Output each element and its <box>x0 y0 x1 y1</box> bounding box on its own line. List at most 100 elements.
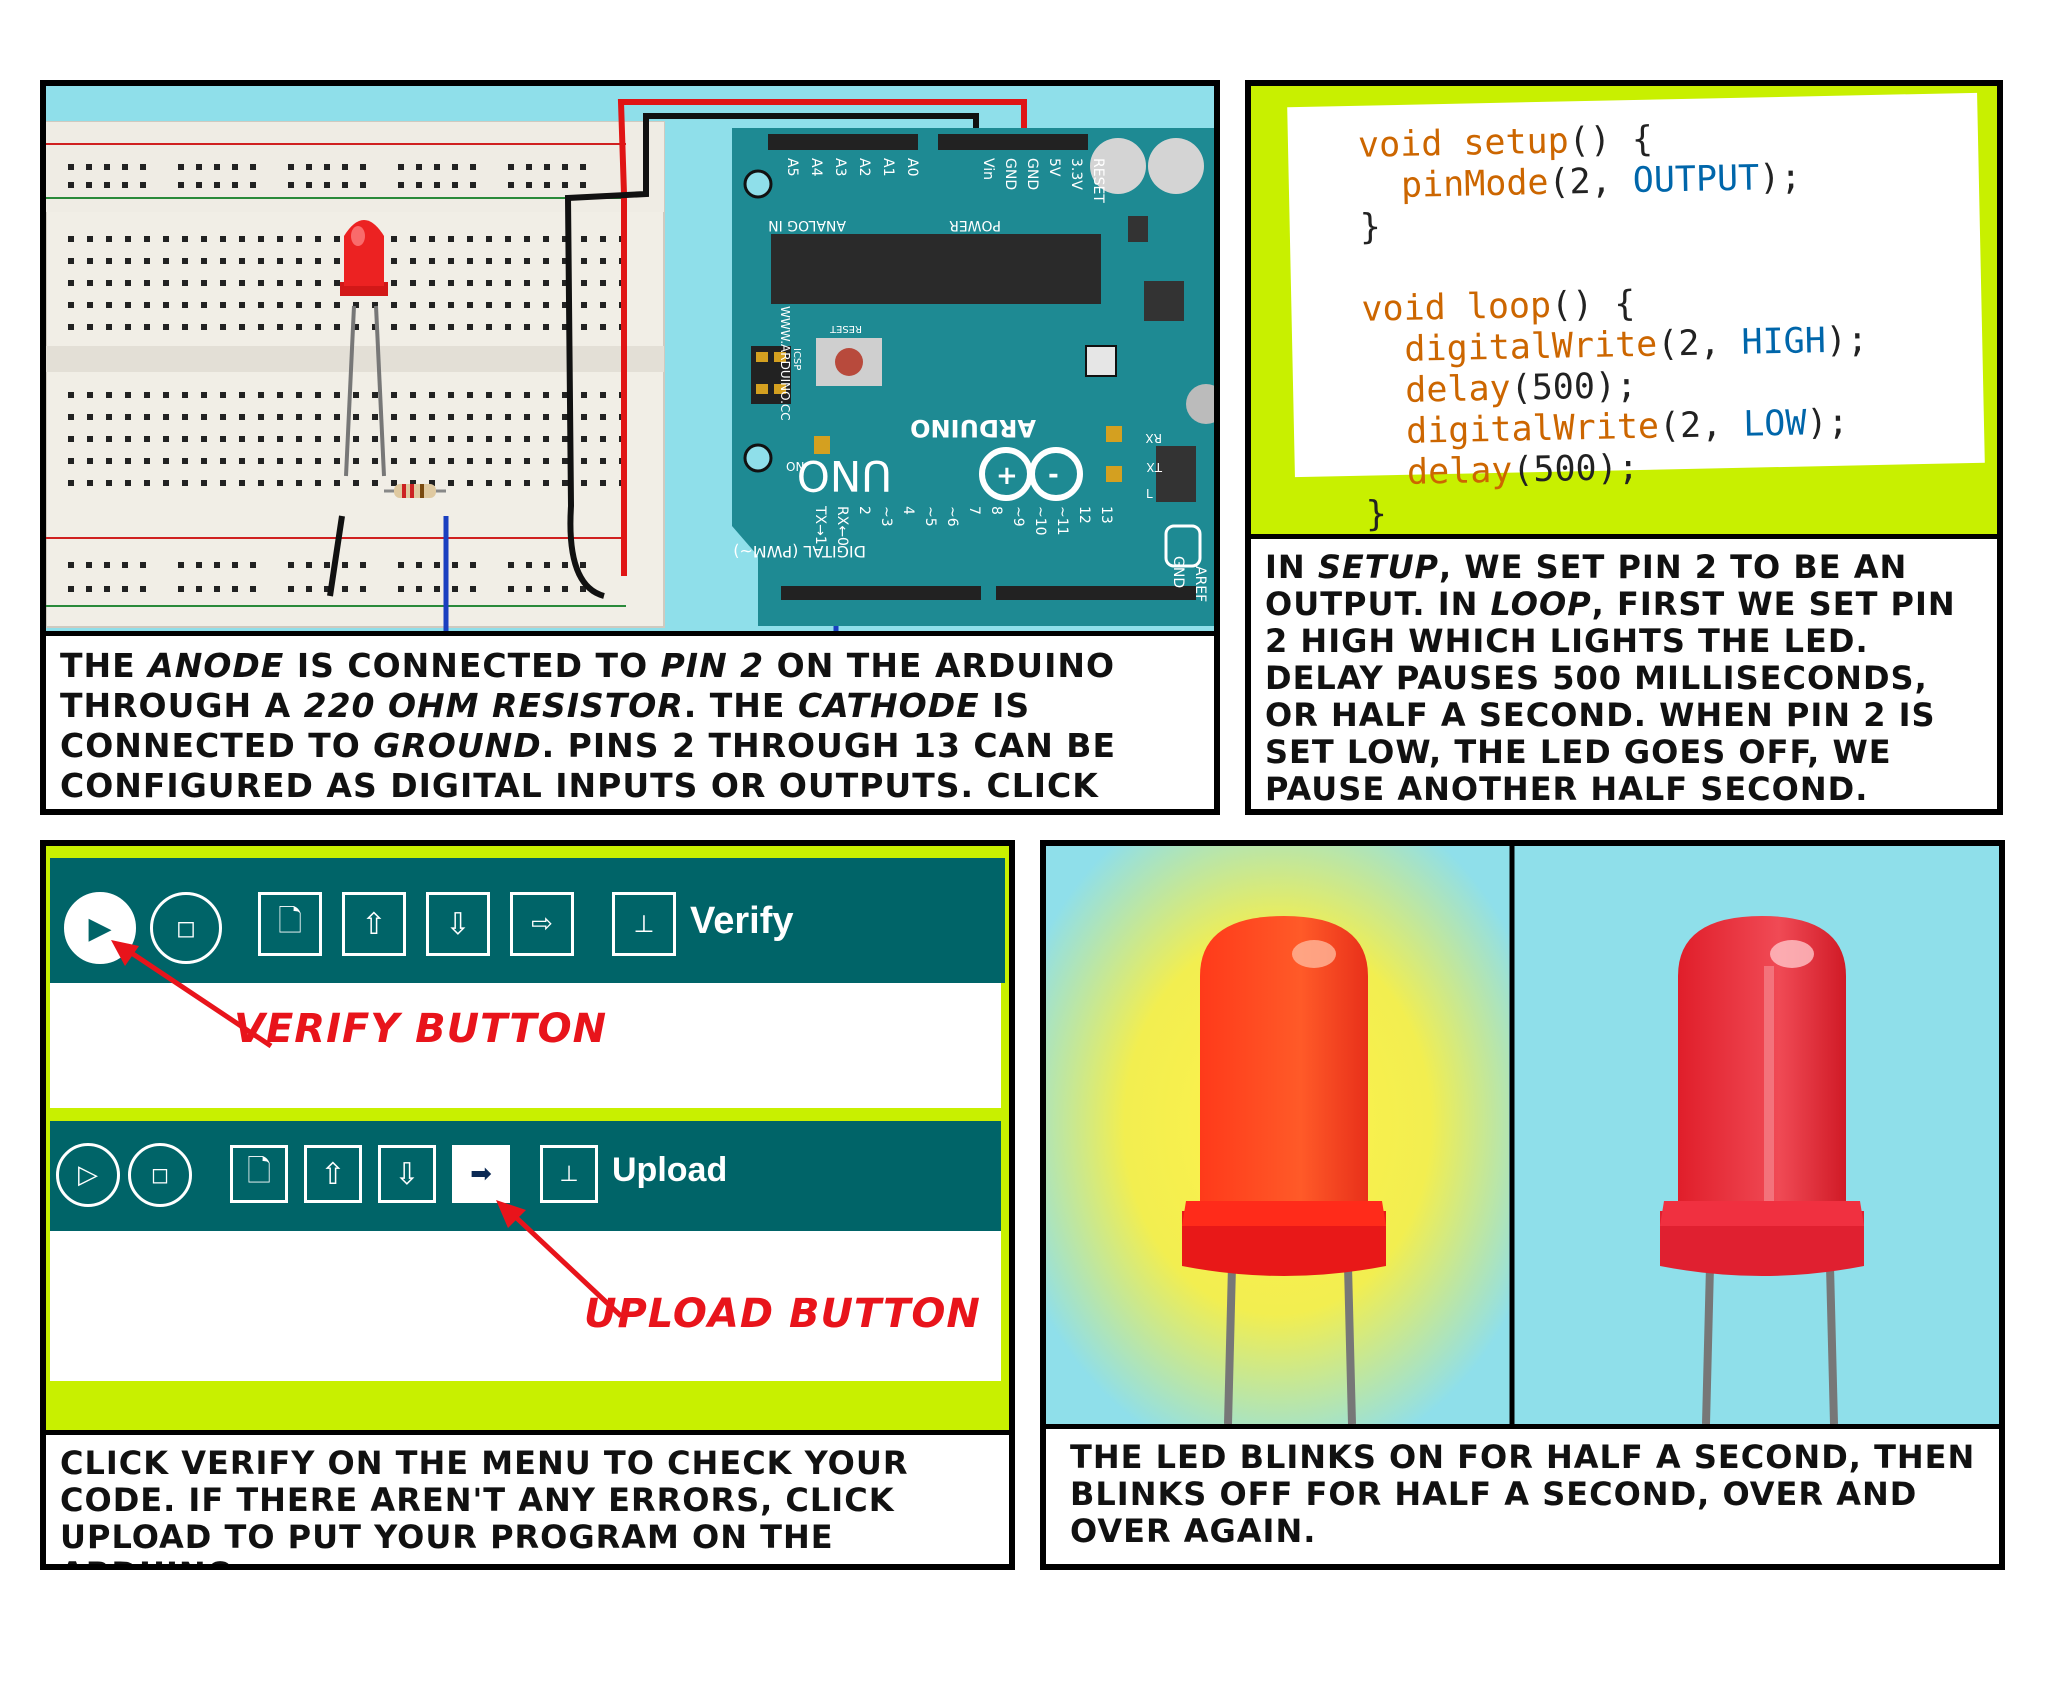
save-file-icon-secondary[interactable]: ⇩ <box>378 1145 436 1203</box>
ide-caption-text: Click verify on the menu to check your c… <box>60 1444 909 1565</box>
upload-button[interactable]: ➡ <box>452 1145 510 1203</box>
svg-text:-: - <box>1048 460 1059 490</box>
code-token: ); <box>1758 157 1802 199</box>
pin-label: ~5 <box>922 506 938 527</box>
pin-label: ~10 <box>1032 506 1048 536</box>
breadboard-led <box>340 220 388 477</box>
pin-label: 12 <box>1076 506 1092 524</box>
new-file-icon-secondary[interactable]: 🗋 <box>230 1145 288 1203</box>
digital-label: DIGITAL (PWM~) <box>733 542 866 561</box>
black-wire <box>564 113 979 599</box>
code-token: () { <box>1568 119 1654 162</box>
caption-segment: In <box>1265 548 1318 586</box>
l-label: L <box>1146 487 1153 501</box>
tx-label: TX <box>1146 460 1163 474</box>
pin-label: 13 <box>1098 506 1114 524</box>
serial-monitor-icon[interactable]: ⊥ <box>612 892 676 956</box>
stop-button-secondary[interactable]: ◻ <box>128 1143 192 1207</box>
code-token: delay <box>1364 450 1513 494</box>
panel-code-caption: In setup, we set pin 2 to be an output. … <box>1251 534 1997 809</box>
panel-led-caption: The LED blinks on for half a second, the… <box>1046 1424 1999 1564</box>
code-token: } <box>1365 494 1388 535</box>
caption-segment: is connected to <box>60 686 1031 765</box>
caption-segment: The <box>60 646 149 685</box>
rx-label: RX <box>1145 431 1162 445</box>
pin-label: ~9 <box>1010 506 1026 527</box>
svg-text:+: + <box>996 461 1018 491</box>
code-token: } <box>1359 207 1382 248</box>
code-token: (500); <box>1511 447 1640 491</box>
red-wire <box>617 99 1027 576</box>
caption-segment: on the Arduino through a <box>60 646 1116 725</box>
resistor <box>384 484 446 498</box>
verify-tooltip: Verify <box>690 900 794 942</box>
code-token: pinMode <box>1358 162 1549 207</box>
board-url-label: WWW.ARDUINO.CC <box>778 306 792 421</box>
ide-editor-upload <box>50 1231 1001 1381</box>
pin-label: A4 <box>808 158 824 177</box>
code-card: void setup() { pinMode (2, OUTPUT);} void … <box>1287 92 1985 535</box>
code-token: (2, <box>1658 404 1744 447</box>
panel-wiring: UNO ARDUINO + - ANALOG IN POWER DIGITAL … <box>40 80 1220 815</box>
panel-led: The LED blinks on for half a second, the… <box>1040 840 2005 1570</box>
code-token: void loop <box>1361 285 1552 330</box>
pin-label: A0 <box>904 158 920 176</box>
code-token: ); <box>1806 402 1850 444</box>
code-token: (2, <box>1656 322 1742 365</box>
pin-label: ~11 <box>1054 506 1070 536</box>
pin-label: 4 <box>900 506 916 515</box>
code-token: (500); <box>1510 366 1638 409</box>
caption-emphasis: 220 ohm resistor <box>303 686 684 725</box>
caption-segment: , first we set pin 2 high which lights t… <box>1265 585 1956 808</box>
infinity-logo: + - <box>979 447 1083 501</box>
upload-tooltip: Upload <box>612 1151 728 1189</box>
board-model-label: UNO <box>797 451 892 500</box>
code-token: void setup <box>1357 121 1570 166</box>
led-illustration <box>1046 846 1864 1424</box>
verify-button-secondary[interactable]: ▷ <box>56 1143 120 1207</box>
wiring-illustration: UNO ARDUINO + - ANALOG IN POWER DIGITAL … <box>46 99 1214 639</box>
caption-emphasis: cathode <box>797 686 980 725</box>
reset-label: RESET <box>829 323 862 334</box>
pin-label: 2 <box>856 506 872 515</box>
panel-code: void setup() { pinMode (2, OUTPUT);} void … <box>1245 80 2003 815</box>
pin-label: ~3 <box>878 506 894 527</box>
verify-callout-label: Verify button <box>234 1006 608 1052</box>
verify-callout-arrow <box>111 940 273 1049</box>
save-file-icon[interactable]: ⇩ <box>426 892 490 956</box>
stop-button[interactable]: ◻ <box>150 892 222 964</box>
ground-wire-left <box>327 515 345 597</box>
new-file-icon[interactable]: 🗋 <box>258 892 322 956</box>
ide-toolbar-verify: ▶ ◻ 🗋 ⇧ ⇩ ⇨ ⊥ Verify <box>50 858 1005 983</box>
caption-segment: button to start a sketch. <box>150 806 737 809</box>
on-label: ON <box>786 460 804 474</box>
arduino-board: UNO ARDUINO + - ANALOG IN POWER DIGITAL … <box>732 128 1214 626</box>
wiring-caption-text: The anode is connected to pin 2 on the A… <box>60 646 1116 809</box>
caption-segment: is connected to <box>284 646 661 685</box>
code-listing: void setup() { pinMode (2, OUTPUT);} void … <box>1358 115 1872 536</box>
pin-label: A5 <box>784 158 800 176</box>
open-file-icon[interactable]: ⇧ <box>342 892 406 956</box>
upload-callout-label: Upload button <box>584 1291 981 1337</box>
analog-in-label: ANALOG IN <box>768 217 846 233</box>
code-token: OUTPUT <box>1632 158 1760 202</box>
upload-arrow-icon[interactable]: ⇨ <box>510 892 574 956</box>
code-caption-text: In setup, we set pin 2 to be an output. … <box>1265 548 1956 808</box>
upload-callout-arrow <box>496 1200 623 1318</box>
led-off <box>1660 916 1864 1424</box>
serial-monitor-icon-secondary[interactable]: ⊥ <box>540 1145 598 1203</box>
caption-emphasis: setup <box>1317 548 1439 586</box>
pin-label: A2 <box>856 158 872 176</box>
code-token: HIGH <box>1741 321 1827 363</box>
code-token: digitalWrite <box>1361 324 1658 371</box>
open-file-icon-secondary[interactable]: ⇧ <box>304 1145 362 1203</box>
pin-label: GND <box>1002 158 1018 190</box>
pin-label: 3.3V <box>1068 158 1084 190</box>
code-token: digitalWrite <box>1363 406 1660 453</box>
caption-emphasis: ground <box>373 726 542 765</box>
pin-label: Vin <box>980 158 996 180</box>
caption-emphasis: loop <box>1490 585 1592 623</box>
